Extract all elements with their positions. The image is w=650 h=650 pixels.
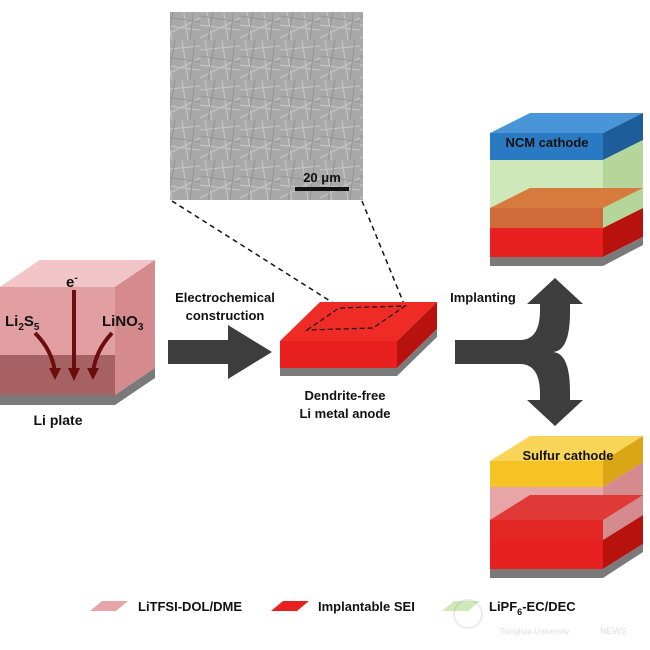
zoom-line-left xyxy=(171,200,339,307)
sulfur-red-side xyxy=(603,515,643,569)
implanting-arrow: Implanting xyxy=(450,278,583,426)
electron-label: e- xyxy=(66,273,78,291)
li2s5-label: Li2S5 xyxy=(5,313,40,333)
ncm-electrolyte-side xyxy=(603,140,643,228)
sulfur-li-layer xyxy=(490,544,643,578)
anode-top-face xyxy=(280,302,437,341)
sulfur-sei-top xyxy=(490,495,643,520)
scale-bar-label: 20 μm xyxy=(303,170,341,185)
sulfur-red-layer xyxy=(490,540,603,569)
university-seal-icon xyxy=(453,599,483,629)
li-plate-label: Li plate xyxy=(33,412,82,428)
implanting-label: Implanting xyxy=(450,290,516,305)
lino3-label: LiNO3 xyxy=(102,313,144,333)
anode-li-layer xyxy=(280,329,437,376)
construction-arrow-shape xyxy=(168,325,272,379)
scale-bar xyxy=(295,187,349,191)
sem-image xyxy=(170,12,363,200)
sulfur-cathode-side xyxy=(603,436,643,487)
zoom-region xyxy=(304,305,408,331)
sulfur-top-face xyxy=(490,436,643,461)
watermark: Tsinghua University NEWS xyxy=(453,599,627,636)
sulfur-sei-front xyxy=(490,520,603,540)
anode-label-line1: Dendrite-free xyxy=(305,388,386,403)
ncm-sei-front xyxy=(490,208,603,228)
legend-swatch-sei xyxy=(271,601,309,611)
sulfur-cell: Sulfur cathode xyxy=(490,436,643,578)
watermark-news: NEWS xyxy=(600,626,627,636)
sulfur-cathode-front xyxy=(490,461,603,487)
anode-right-face xyxy=(397,302,437,368)
li2s5-arrow-head xyxy=(49,368,61,380)
ncm-red-side xyxy=(603,208,643,257)
legend-swatch-litfsi xyxy=(90,601,128,611)
anode-front-face xyxy=(280,341,397,368)
construction-arrow: Electrochemical construction xyxy=(168,290,275,379)
anode-label-line2: Li metal anode xyxy=(299,406,390,421)
fork-arrow-shape xyxy=(455,278,583,426)
legend-label-litfsi: LiTFSI-DOL/DME xyxy=(138,599,242,614)
ncm-top-face xyxy=(490,113,643,133)
ncm-cathode-label: NCM cathode xyxy=(505,135,588,150)
ncm-cathode-front xyxy=(490,133,603,160)
sulfur-cathode-label: Sulfur cathode xyxy=(522,448,613,463)
sem-micrograph: 20 μm xyxy=(170,12,363,200)
li-plate-box: e- Li2S5 LiNO3 Li plate xyxy=(0,260,155,428)
legend-label-sei: Implantable SEI xyxy=(318,599,415,614)
box-right-face xyxy=(115,260,155,395)
box-top-face xyxy=(0,260,155,287)
ncm-sei-top xyxy=(490,188,643,208)
ncm-li-layer xyxy=(490,237,643,266)
legend-swatch-lipf6 xyxy=(442,601,480,611)
legend: LiTFSI-DOL/DME Implantable SEI LiPF6-EC/… xyxy=(90,599,576,617)
ncm-red-layer xyxy=(490,228,603,257)
zoom-line-right xyxy=(361,200,405,305)
watermark-university: Tsinghua University xyxy=(500,627,569,636)
lino3-arrow-head xyxy=(87,368,99,380)
electron-arrow-head xyxy=(68,368,80,381)
construction-label-line1: Electrochemical xyxy=(175,290,275,305)
legend-label-lipf6: LiPF6-EC/DEC xyxy=(489,599,576,617)
dendrite-free-anode: Dendrite-free Li metal anode xyxy=(280,302,437,421)
ncm-cathode-side xyxy=(603,113,643,160)
li-plate-layer xyxy=(0,368,155,405)
ncm-cell: NCM cathode xyxy=(490,113,643,266)
construction-label-line2: construction xyxy=(186,308,265,323)
